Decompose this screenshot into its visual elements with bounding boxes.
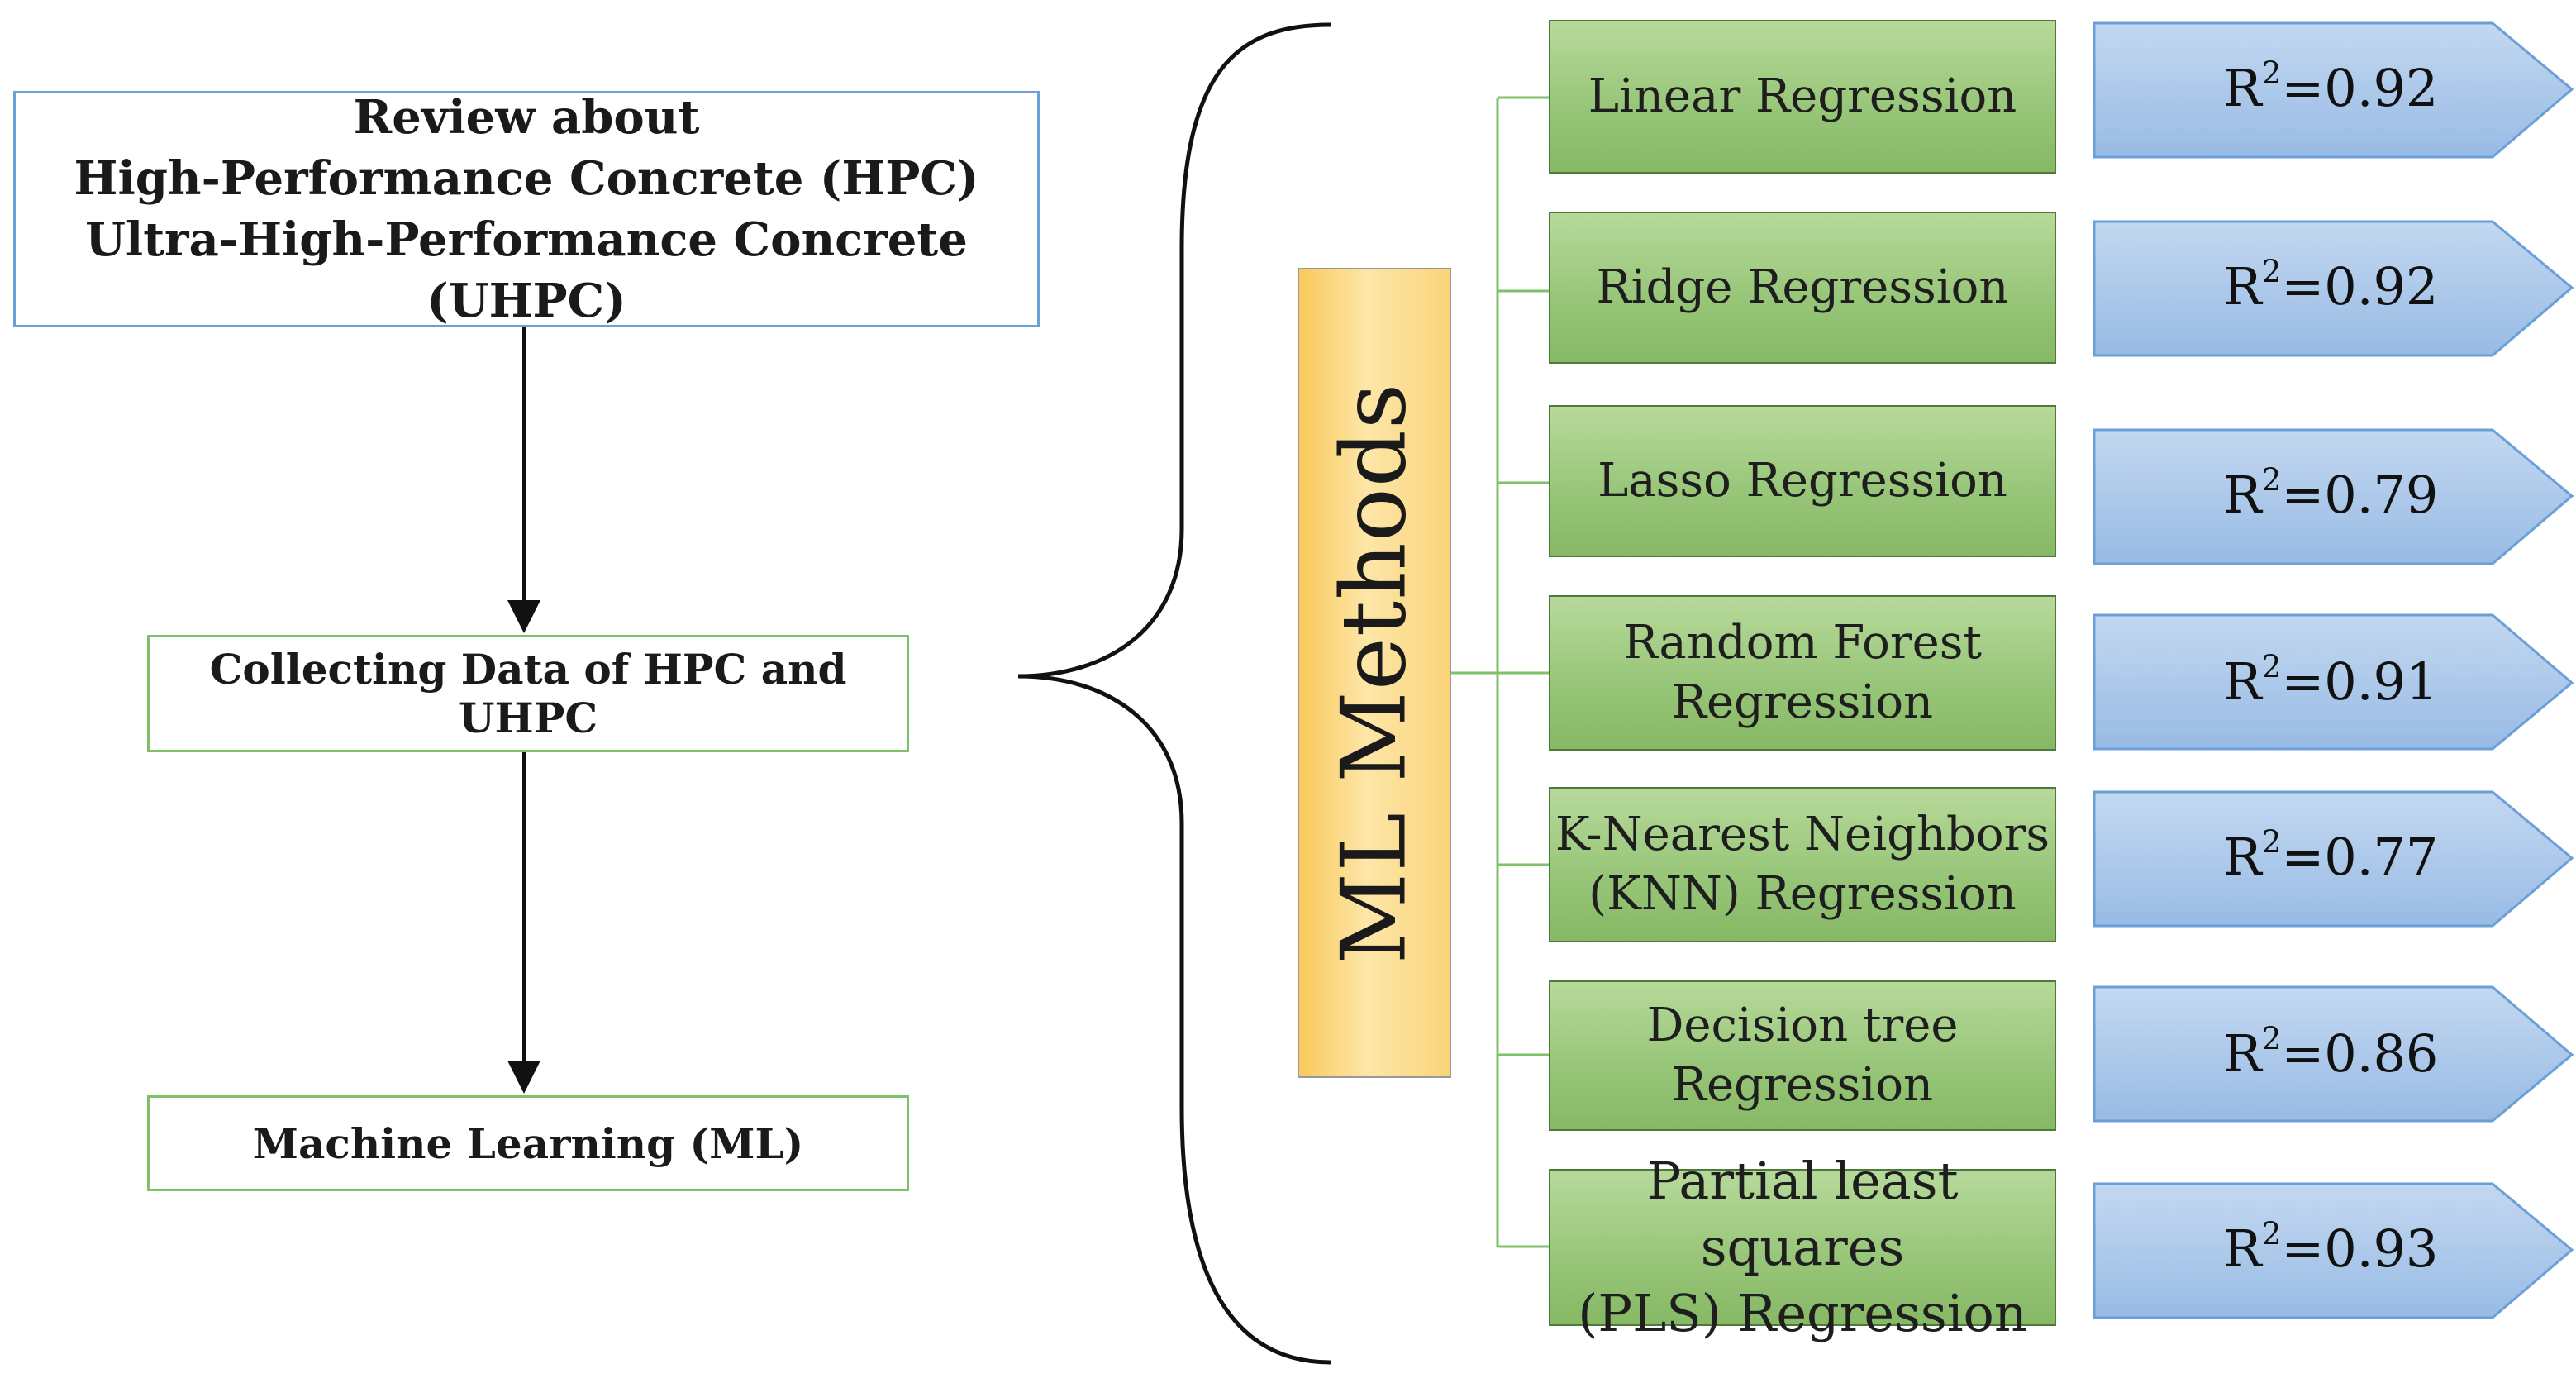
method-label-line2: Regression xyxy=(1671,1058,1934,1112)
ml-methods-label: ML Methods xyxy=(1322,382,1426,964)
r2-symbol: R xyxy=(2223,58,2262,118)
method-label-line1: Partial least squares xyxy=(1646,1151,1959,1277)
collecting-data-label: Collecting Data of HPC and UHPC xyxy=(209,645,847,742)
r2-arrow-shape-2 xyxy=(2093,220,2574,357)
collecting-data-box: Collecting Data of HPC and UHPC xyxy=(147,635,909,752)
machine-learning-label: Machine Learning (ML) xyxy=(252,1118,804,1168)
method-label-line1: Decision tree xyxy=(1646,999,1959,1052)
r2-number: =0.79 xyxy=(2281,465,2439,525)
method-label-line2: Regression xyxy=(1671,675,1934,729)
r2-value-linear: R2=0.92 xyxy=(2223,54,2439,118)
method-label-line1: Lasso Regression xyxy=(1598,454,2007,508)
r2-value-knn: R2=0.77 xyxy=(2223,823,2439,887)
r2-exponent: 2 xyxy=(2261,460,2282,498)
review-line-1: Review about xyxy=(353,90,700,145)
machine-learning-box: Machine Learning (ML) xyxy=(147,1095,909,1191)
r2-value-random-forest: R2=0.91 xyxy=(2223,647,2439,712)
r2-number: =0.93 xyxy=(2281,1218,2439,1279)
r2-value-decision-tree: R2=0.86 xyxy=(2223,1019,2439,1084)
method-box-lasso: Lasso Regression xyxy=(1549,405,2056,557)
r2-exponent: 2 xyxy=(2261,252,2282,289)
r2-number: =0.92 xyxy=(2281,58,2439,118)
r2-arrow-shape-1 xyxy=(2093,21,2574,159)
method-box-ridge: Ridge Regression xyxy=(1549,212,2056,364)
r2-arrow-shape-5 xyxy=(2093,790,2574,928)
r2-exponent: 2 xyxy=(2261,54,2282,91)
method-box-decision-tree: Decision tree Regression xyxy=(1549,980,2056,1131)
review-line-2: High-Performance Concrete (HPC) xyxy=(74,151,979,206)
method-label-line2: (KNN) Regression xyxy=(1588,867,2017,921)
method-box-knn: K-Nearest Neighbors (KNN) Regression xyxy=(1549,787,2056,942)
r2-number: =0.92 xyxy=(2281,256,2439,317)
r2-exponent: 2 xyxy=(2261,647,2282,684)
r2-number: =0.91 xyxy=(2281,651,2439,712)
r2-arrow-shape-7 xyxy=(2093,1182,2574,1319)
r2-exponent: 2 xyxy=(2261,1019,2282,1056)
method-label-line2: (PLS) Regression xyxy=(1578,1283,2027,1343)
r2-arrow-shape-6 xyxy=(2093,985,2574,1123)
method-label-line1: Linear Regression xyxy=(1588,69,2017,123)
r2-arrows xyxy=(2093,21,2574,1319)
r2-symbol: R xyxy=(2223,827,2262,887)
ml-methods-bar: ML Methods xyxy=(1298,268,1451,1078)
r2-value-pls: R2=0.93 xyxy=(2223,1214,2439,1279)
review-line-3: Ultra-High-Performance Concrete (UHPC) xyxy=(85,212,968,328)
method-label-line1: Random Forest xyxy=(1622,616,1983,670)
r2-exponent: 2 xyxy=(2261,823,2282,860)
r2-number: =0.77 xyxy=(2281,827,2439,887)
method-box-linear: Linear Regression xyxy=(1549,20,2056,174)
r2-symbol: R xyxy=(2223,1023,2262,1084)
curly-brace xyxy=(1017,22,1331,1365)
r2-symbol: R xyxy=(2223,651,2262,712)
r2-arrow-shape-3 xyxy=(2093,428,2574,565)
r2-arrow-shape-4 xyxy=(2093,613,2574,751)
method-box-random-forest: Random Forest Regression xyxy=(1549,595,2056,751)
review-box: Review about High-Performance Concrete (… xyxy=(13,90,1040,328)
method-label-line1: Ridge Regression xyxy=(1596,260,2009,314)
r2-symbol: R xyxy=(2223,465,2262,525)
r2-symbol: R xyxy=(2223,1218,2262,1279)
r2-value-lasso: R2=0.79 xyxy=(2223,461,2439,525)
method-box-pls: Partial least squares (PLS) Regression xyxy=(1549,1151,2056,1343)
method-connectors xyxy=(1451,96,1549,1248)
r2-value-ridge: R2=0.92 xyxy=(2223,252,2439,317)
r2-number: =0.86 xyxy=(2281,1023,2439,1084)
method-label-line1: K-Nearest Neighbors xyxy=(1555,808,2050,861)
r2-exponent: 2 xyxy=(2261,1214,2282,1252)
r2-symbol: R xyxy=(2223,256,2262,317)
